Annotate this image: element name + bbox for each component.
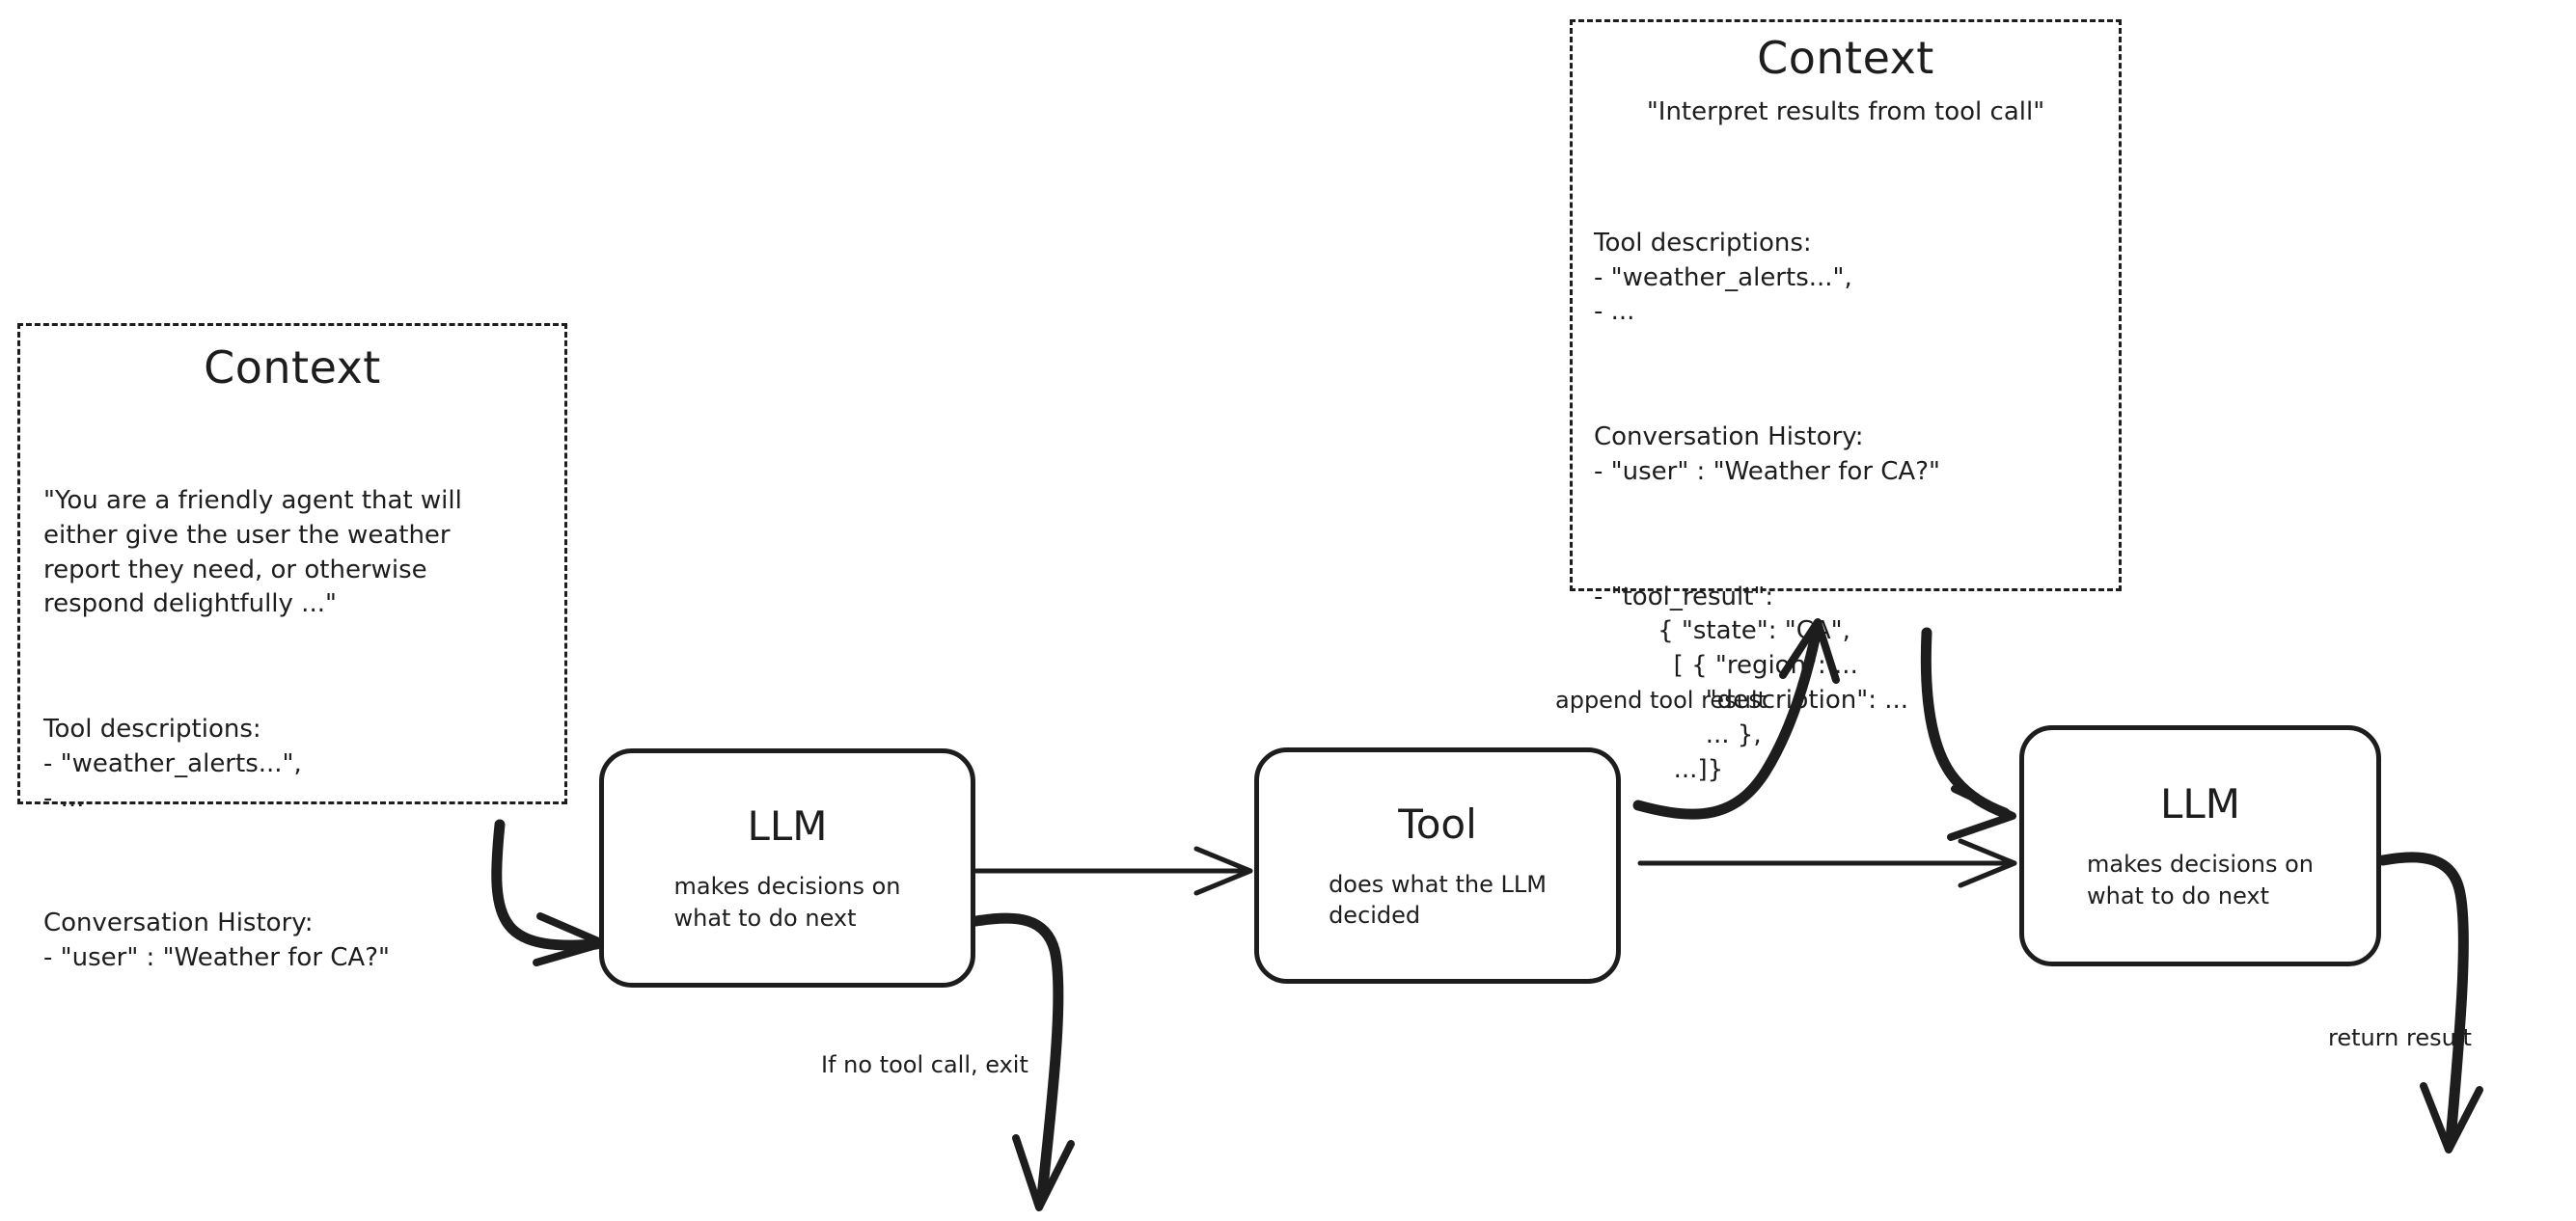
node-llm-1-subtitle: makes decisions on what to do next bbox=[673, 873, 901, 932]
context-right-paragraph-2: - "tool_result": { "state": "CA", [ { "r… bbox=[1594, 582, 1909, 784]
context-left-title: Context bbox=[204, 341, 381, 393]
node-llm-1-title: LLM bbox=[747, 802, 828, 851]
edge-label-if-no-tool-call-exit: If no tool call, exit bbox=[821, 1051, 1028, 1078]
node-llm-1[interactable]: LLM makes decisions on what to do next bbox=[599, 748, 975, 988]
node-llm-2[interactable]: LLM makes decisions on what to do next bbox=[2019, 725, 2381, 966]
context-left-paragraph-1: Tool descriptions: - "weather_alerts..."… bbox=[43, 715, 302, 813]
node-tool[interactable]: Tool does what the LLM decided bbox=[1254, 747, 1621, 984]
edge-label-return-result: return result bbox=[2328, 1024, 2472, 1051]
context-left-body: "You are a friendly agent that will eith… bbox=[43, 415, 541, 1045]
context-left-paragraph-2: Conversation History: - "user" : "Weathe… bbox=[43, 909, 390, 973]
node-llm-2-title: LLM bbox=[2159, 780, 2241, 828]
context-right-subtitle: "Interpret results from tool call" bbox=[1646, 97, 2045, 126]
context-box-left: Context "You are a friendly agent that w… bbox=[17, 323, 567, 972]
node-llm-2-subtitle: makes decisions on what to do next bbox=[2087, 851, 2314, 909]
arrow-llm2-return-result bbox=[2377, 852, 2483, 1153]
context-left-paragraph-0: "You are a friendly agent that will eith… bbox=[43, 485, 462, 619]
context-box-right: Context "Interpret results from tool cal… bbox=[1570, 19, 2122, 784]
context-right-title: Context bbox=[1757, 32, 1934, 84]
context-right-body: Tool descriptions: - "weather_alerts..."… bbox=[1594, 157, 2097, 857]
edge-label-append-tool-result: append tool result bbox=[1555, 687, 1767, 714]
node-tool-title: Tool bbox=[1398, 800, 1477, 848]
context-right-paragraph-1: Conversation History: - "user" : "Weathe… bbox=[1594, 422, 1940, 486]
context-right-paragraph-0: Tool descriptions: - "weather_alerts..."… bbox=[1594, 228, 1852, 327]
node-tool-subtitle: does what the LLM decided bbox=[1329, 870, 1547, 929]
arrow-llm1-to-tool bbox=[973, 846, 1253, 896]
